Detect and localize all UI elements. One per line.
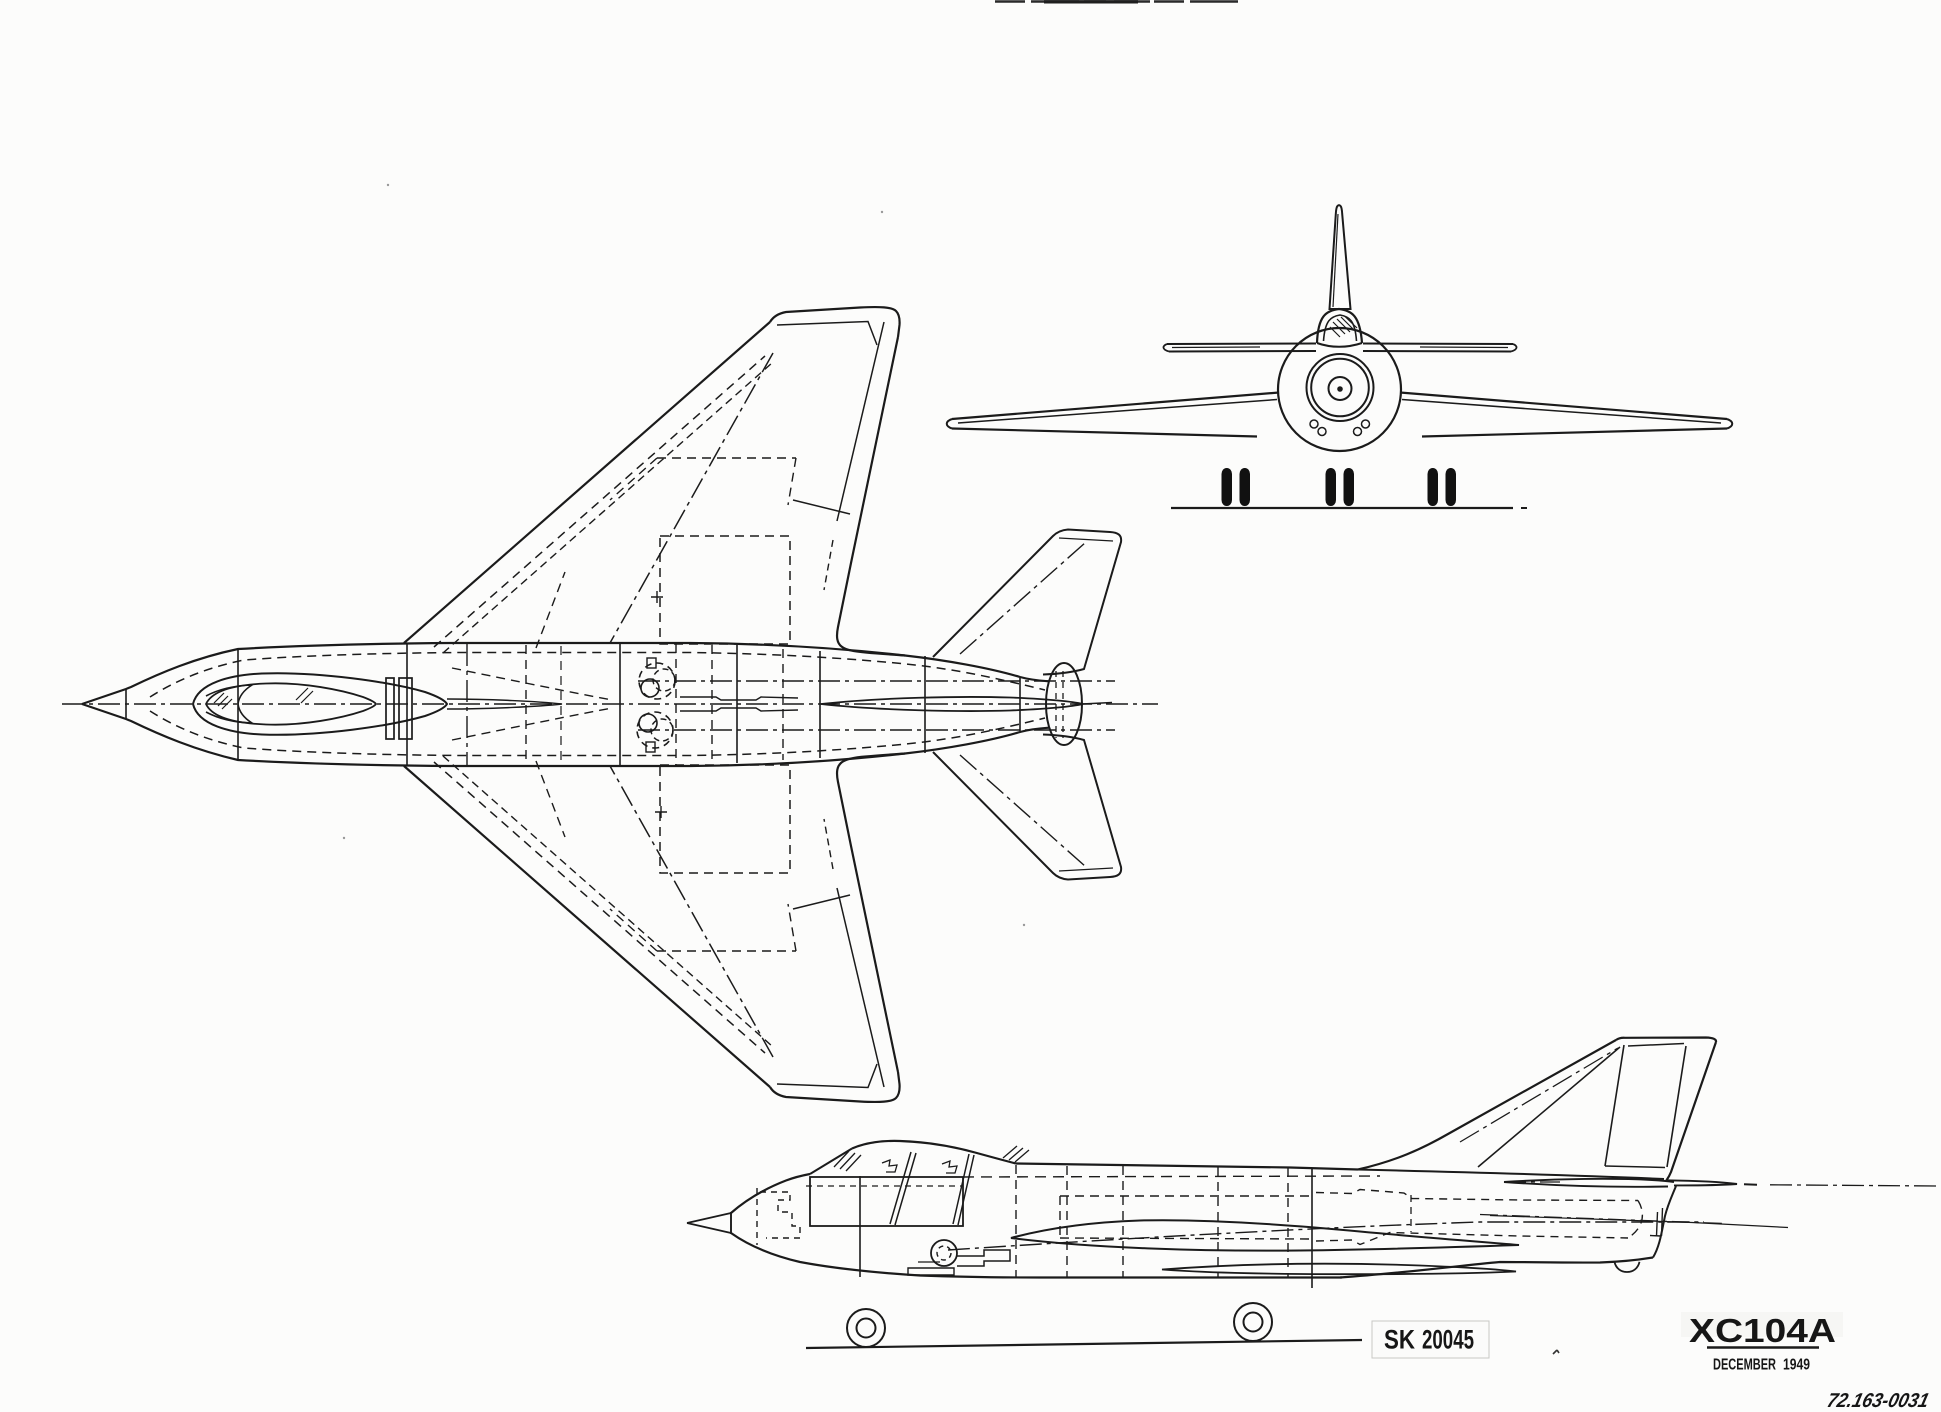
svg-text:XC104A: XC104A — [1689, 1313, 1836, 1350]
svg-text:DECEMBER: DECEMBER — [1713, 1357, 1776, 1374]
svg-text:SK: SK — [1384, 1325, 1415, 1355]
svg-text:20045: 20045 — [1422, 1325, 1474, 1355]
svg-text:72.163-0031: 72.163-0031 — [1825, 1390, 1931, 1412]
svg-text:1949: 1949 — [1783, 1357, 1810, 1374]
